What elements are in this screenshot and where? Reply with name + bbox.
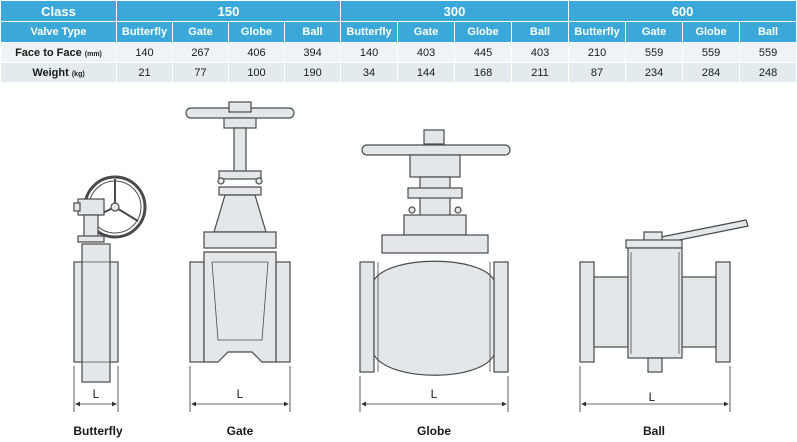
- dimension-label-globe: L: [431, 387, 438, 401]
- valve-type-cell: Butterfly: [116, 21, 173, 43]
- globe-valve-drawing: [359, 129, 511, 412]
- dimension-label-butterfly: L: [93, 387, 100, 401]
- dimension-label-gate: L: [237, 387, 244, 401]
- weight-value: 284: [682, 62, 741, 83]
- weight-value: 100: [228, 62, 285, 83]
- caption-globe: Globe: [416, 424, 452, 438]
- valve-spec-table: Class 150 300 600 Valve Type Butterfly G…: [0, 0, 797, 83]
- caption-gate: Gate: [226, 424, 254, 438]
- weight-value: 144: [397, 62, 456, 83]
- weight-row: Weight (kg) 21 77 100 190 34 144 168 211…: [0, 62, 797, 83]
- weight-value: 21: [116, 62, 173, 83]
- face-to-face-label: Face to Face (mm): [0, 42, 117, 63]
- caption-butterfly: Butterfly: [73, 424, 123, 438]
- class-header-row: Class 150 300 600: [0, 0, 797, 22]
- valve-type-cell: Butterfly: [340, 21, 399, 43]
- dimension-label-ball: L: [649, 390, 656, 404]
- ball-valve-drawing: [579, 219, 749, 412]
- weight-unit: (kg): [71, 70, 85, 78]
- face-to-face-value: 445: [454, 42, 513, 63]
- valve-type-cell: Ball: [283, 21, 342, 43]
- valve-type-row: Valve Type Butterfly Gate Globe Ball But…: [0, 21, 797, 43]
- weight-value: 211: [511, 62, 570, 83]
- weight-value: 87: [568, 62, 627, 83]
- valve-type-cell: Globe: [682, 21, 741, 43]
- valve-type-cell: Gate: [172, 21, 229, 43]
- gate-valve-drawing: [185, 101, 295, 412]
- face-to-face-value: 394: [283, 42, 342, 63]
- valve-type-cell: Ball: [511, 21, 570, 43]
- weight-label: Weight (kg): [0, 62, 117, 83]
- valve-type-cell: Ball: [739, 21, 797, 43]
- class-150-cell: 150: [115, 0, 342, 22]
- weight-value: 248: [739, 62, 797, 83]
- face-to-face-value: 559: [625, 42, 684, 63]
- face-to-face-value: 140: [116, 42, 173, 63]
- face-to-face-unit: (mm): [84, 50, 102, 58]
- valve-type-cell: Gate: [625, 21, 684, 43]
- weight-value: 77: [172, 62, 229, 83]
- valve-type-cell: Butterfly: [568, 21, 627, 43]
- valve-type-cell: Gate: [397, 21, 456, 43]
- class-300-cell: 300: [340, 0, 570, 22]
- face-to-face-value: 210: [568, 42, 627, 63]
- weight-value: 190: [283, 62, 342, 83]
- class-label-cell: Class: [0, 0, 117, 22]
- face-to-face-value: 403: [511, 42, 570, 63]
- valve-type-label-cell: Valve Type: [0, 21, 117, 43]
- caption-ball: Ball: [642, 424, 666, 438]
- butterfly-valve-drawing: [73, 175, 147, 412]
- weight-value: 168: [454, 62, 513, 83]
